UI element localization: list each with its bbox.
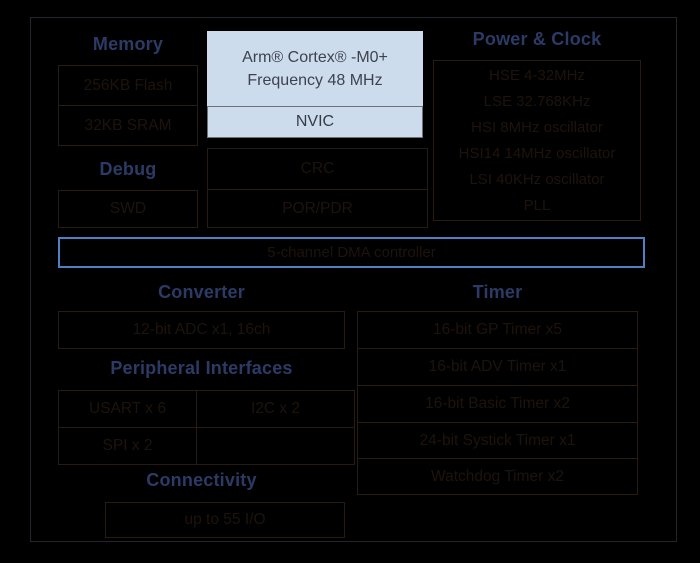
dma-bus-bar: 5-channel DMA controller	[58, 237, 645, 268]
por-pdr-box: POR/PDR	[207, 189, 428, 228]
timer-section-title: Timer	[472, 282, 523, 302]
io-count-box: up to 55 I/O	[105, 502, 345, 538]
connectivity-section-title: Connectivity	[146, 470, 257, 490]
power-clock-section-title: Power & Clock	[472, 29, 602, 49]
hse-oscillator-label: HSE 4-32MHz	[489, 67, 585, 85]
converter-section-title: Converter	[158, 282, 245, 302]
pll-label: PLL	[523, 196, 551, 214]
lsi-oscillator-label: LSI 40KHz oscillator	[469, 170, 605, 188]
hsi14-oscillator-label: HSI14 14MHz oscillator	[458, 144, 616, 162]
usart-box: USART x 6	[58, 390, 197, 428]
i2c-box: I2C x 2	[196, 390, 355, 428]
power-clock-box: HSE 4-32MHz LSE 32.768KHz HSI 8MHz oscil…	[433, 60, 641, 221]
basic-timer-box: 16-bit Basic Timer x2	[357, 385, 638, 423]
debug-section-title: Debug	[99, 159, 157, 179]
systick-timer-box: 24-bit Systick Timer x1	[357, 422, 638, 459]
cpu-core-name: Arm® Cortex® -M0+	[242, 48, 388, 66]
flash-memory-box: 256KB Flash	[58, 65, 198, 106]
nvic-box: NVIC	[207, 106, 423, 138]
watchdog-timer-box: Watchdog Timer x2	[357, 458, 638, 495]
cpu-core-frequency: Frequency 48 MHz	[247, 71, 383, 89]
lse-oscillator-label: LSE 32.768KHz	[483, 93, 591, 111]
peripheral-interfaces-section-title: Peripheral Interfaces	[110, 358, 293, 378]
diagram-outer-frame	[30, 17, 677, 542]
sram-memory-box: 32KB SRAM	[58, 105, 198, 146]
crc-box: CRC	[207, 148, 428, 190]
adc-box: 12-bit ADC x1, 16ch	[58, 311, 345, 349]
spi-box: SPI x 2	[58, 427, 197, 465]
adv-timer-box: 16-bit ADV Timer x1	[357, 348, 638, 386]
memory-section-title: Memory	[92, 34, 164, 54]
swd-box: SWD	[58, 190, 198, 228]
gp-timer-box: 16-bit GP Timer x5	[357, 311, 638, 349]
cpu-core-box: Arm® Cortex® -M0+ Frequency 48 MHz	[207, 31, 423, 106]
peripheral-empty-box	[196, 427, 355, 465]
hsi-oscillator-label: HSI 8MHz oscillator	[471, 119, 603, 137]
